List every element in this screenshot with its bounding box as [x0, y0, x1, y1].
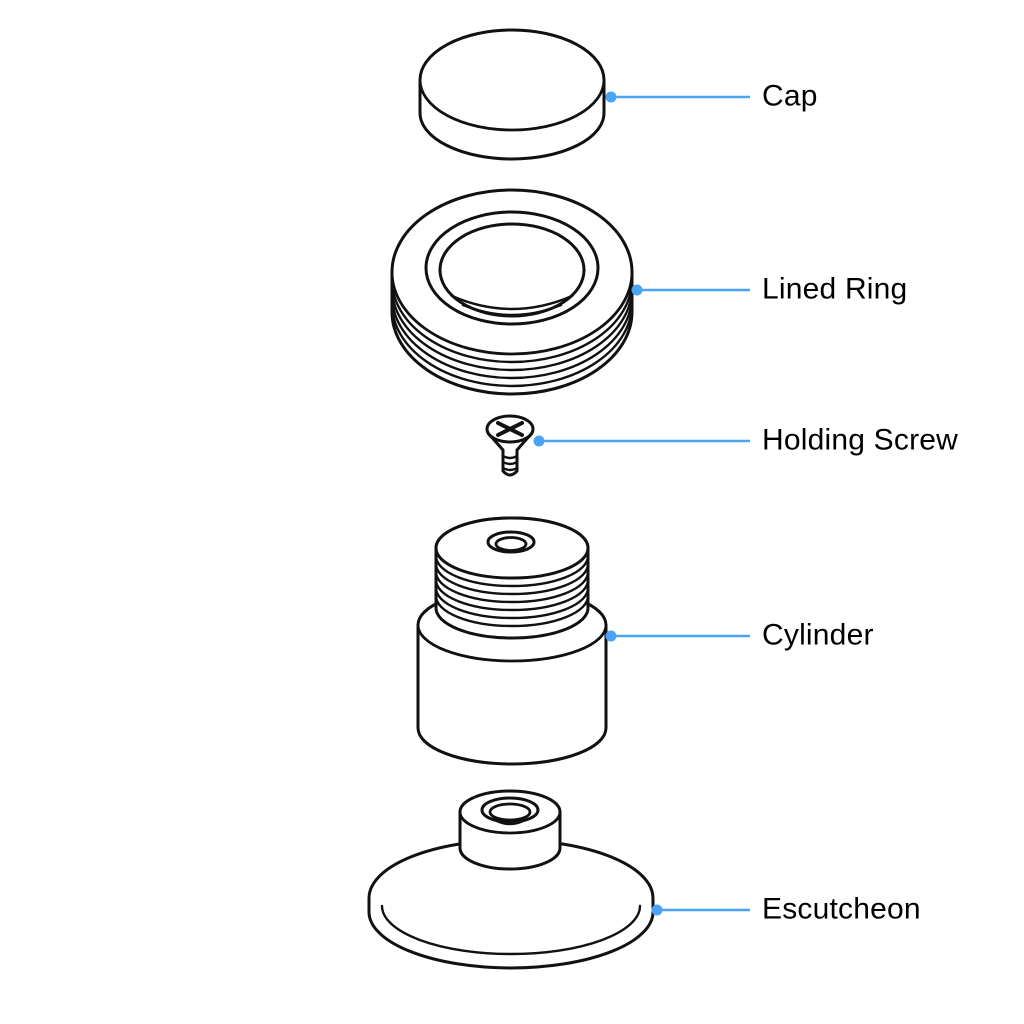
cylinder-thread-line — [434, 578, 590, 612]
holding-screw-drawing — [485, 414, 535, 477]
cylinder-thread-line — [434, 562, 590, 596]
ring-thread-line — [390, 302, 634, 388]
cap-label: Cap — [762, 79, 818, 113]
ring-hole-inner-arc — [450, 294, 574, 311]
lined-ring-label: Lined Ring — [762, 272, 908, 306]
escutcheon-drawing — [367, 789, 655, 970]
cylinder-shoulder-arc — [416, 623, 608, 663]
screw-thread-line — [501, 454, 519, 460]
ring-top-rim-arc — [390, 270, 634, 356]
cylinder-thread-line — [434, 554, 590, 588]
cylinder-thread-line — [434, 570, 590, 604]
holding-screw-leader-dot — [533, 435, 545, 447]
cap-top-rim-arc — [418, 78, 606, 132]
ring-hole-inner-arc — [461, 303, 563, 317]
screw-phillips-slot — [496, 421, 524, 437]
screw-thread-line — [501, 460, 519, 466]
cylinder-drawing — [416, 516, 608, 766]
screw-thread-line — [501, 466, 519, 472]
holding-screw-label: Holding Screw — [762, 423, 959, 457]
cap-drawing — [418, 28, 606, 161]
cylinder-hole-inner — [494, 536, 528, 552]
ring-thread-line — [390, 278, 634, 364]
lined-ring-leader-dot — [631, 284, 643, 296]
cylinder-leader-dot — [605, 630, 617, 642]
escutcheon-hole-thread-arc — [495, 819, 525, 826]
lined-ring-drawing — [390, 188, 634, 396]
escutcheon-hole-thread-arc — [492, 815, 528, 823]
cylinder-label: Cylinder — [762, 618, 874, 652]
cylinder-hole-outer — [486, 530, 536, 554]
leader-lines — [533, 91, 750, 916]
escutcheon-boss-rim-arc — [458, 810, 562, 835]
escutcheon-label: Escutcheon — [762, 892, 921, 926]
ring-thread-line — [390, 294, 634, 380]
screw-shaft-outline — [486, 432, 534, 477]
cylinder-thread-line — [434, 594, 590, 628]
escutcheon-base-rim-arc — [380, 904, 642, 956]
cap-leader-dot — [605, 91, 617, 103]
ring-thread-line — [390, 286, 634, 372]
escutcheon-leader-dot — [651, 904, 663, 916]
cap-outline — [418, 28, 606, 161]
ring-hole — [438, 222, 586, 318]
cylinder-thread-line — [434, 586, 590, 620]
